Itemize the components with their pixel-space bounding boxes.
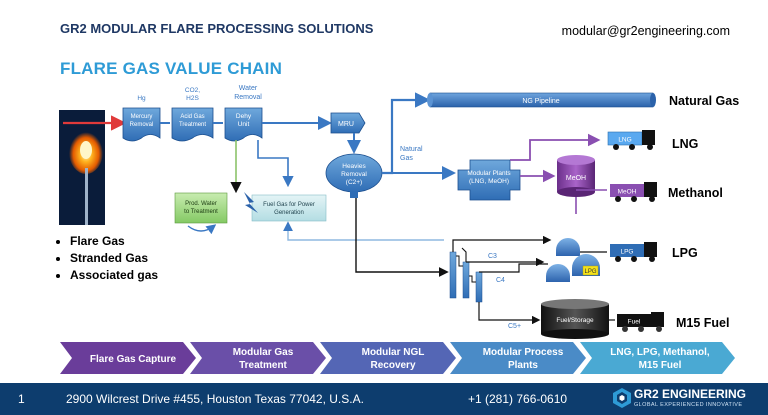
fuel-gas-label-1: Fuel Gas for Power — [263, 202, 315, 208]
stage-4-label-2: Plants — [508, 360, 538, 371]
heavies-label-2: Removal — [341, 171, 367, 178]
stage-2-label-2: Treatment — [239, 360, 287, 371]
c4-label: C4 — [496, 277, 505, 284]
acid-label-2: Treatment — [179, 122, 206, 128]
stage-chevrons: Flare Gas Capture Modular Gas Treatment … — [60, 342, 735, 374]
lng-truck-label: LNG — [618, 137, 631, 144]
gas-sources-list: Flare Gas Stranded Gas Associated gas — [54, 233, 158, 284]
output-natural-gas: Natural Gas — [669, 94, 739, 108]
fuel-truck-icon: Fuel — [617, 312, 664, 332]
prod-water-label-2: to Treatment — [184, 209, 218, 215]
acid-gas-treatment-unit: Acid Gas Treatment — [171, 107, 214, 142]
source-item: Associated gas — [70, 267, 158, 284]
heavies-label-1: Heavies — [342, 163, 366, 170]
page-title: FLARE GAS VALUE CHAIN — [60, 59, 283, 78]
fuel-storage-label: Fuel/Storage — [556, 317, 594, 324]
lpg-truck-label: LPG — [620, 249, 633, 256]
meoh-tank-label: MeOH — [566, 175, 586, 182]
flare-photo — [59, 110, 105, 225]
mru-label: MRU — [338, 121, 354, 128]
mercury-label-2: Removal — [130, 122, 154, 128]
ng-pipeline-label: NG Pipeline — [522, 98, 559, 105]
natural-gas-label-1: Natural — [400, 146, 423, 153]
removal-label: Removal — [234, 94, 262, 101]
stage-5-label-1: LNG, LPG, Methanol, — [610, 347, 710, 358]
fuel-storage-tank: Fuel/Storage — [541, 299, 609, 339]
acid-label-1: Acid Gas — [180, 114, 204, 120]
fuel-gas-box: Fuel Gas for Power Generation — [251, 194, 327, 222]
stage-1-label: Flare Gas Capture — [90, 354, 177, 365]
water-label: Water — [239, 85, 258, 92]
company-logo: GR2 ENGINEERING GLOBAL EXPERIENCED INNOV… — [612, 387, 746, 414]
ng-pipeline: NG Pipeline — [427, 92, 656, 108]
lpg-truck-icon: LPG — [610, 242, 657, 262]
footer-address: 2900 Wilcrest Drive #455, Houston Texas … — [66, 392, 364, 406]
heavies-label-3: (C2+) — [346, 179, 362, 186]
contact-email[interactable]: modular@gr2engineering.com — [561, 24, 730, 38]
logo-mark-icon — [613, 388, 631, 408]
lpg-spheres: LPG — [546, 238, 600, 282]
source-item: Stranded Gas — [70, 250, 158, 267]
dehy-unit: Dehy Unit — [224, 107, 263, 142]
c3-label: C3 — [488, 253, 497, 260]
meoh-truck-label: MeOH — [618, 189, 637, 196]
co2-label: CO2, — [185, 87, 200, 94]
output-lpg: LPG — [672, 246, 698, 260]
hg-label: Hg — [137, 95, 146, 102]
fuel-truck-label: Fuel — [628, 319, 641, 326]
stage-5-label-2: M15 Fuel — [639, 360, 682, 371]
mercury-removal-unit: Mercury Removal — [122, 107, 161, 142]
modular-plants-unit: Modular Plants (LNG, MeOH) — [457, 159, 521, 201]
stage-4-label-1: Modular Process — [483, 347, 564, 358]
prod-water-box: Prod. Water to Treatment — [174, 192, 228, 224]
meoh-tank: MeOH — [557, 155, 595, 197]
modular-plants-label-1: Modular Plants — [467, 170, 511, 177]
power-bolt-icon — [244, 192, 258, 213]
dehy-label-1: Dehy — [236, 113, 252, 120]
dehy-label-2: Unit — [238, 121, 250, 128]
stage-3-label-1: Modular NGL — [362, 347, 425, 358]
logo-tagline: GLOBAL EXPERIENCED INNOVATIVE — [634, 402, 743, 408]
footer-phone[interactable]: +1 (281) 766-0610 — [468, 392, 568, 406]
natural-gas-label-2: Gas — [400, 155, 413, 162]
footer-bar: 1 2900 Wilcrest Drive #455, Houston Texa… — [0, 383, 768, 415]
modular-plants-label-2: (LNG, MeOH) — [469, 178, 509, 185]
h2s-label: H2S — [186, 95, 199, 102]
value-chain-diagram: Mercury Removal Acid Gas Treatment Dehy … — [59, 85, 739, 374]
stage-3-label-2: Recovery — [370, 360, 415, 371]
meoh-truck-icon: MeOH — [610, 182, 657, 202]
stage-2-label-1: Modular Gas — [233, 347, 294, 358]
output-methanol: Methanol — [668, 186, 723, 200]
fuel-gas-label-2: Generation — [274, 210, 304, 216]
output-lng: LNG — [672, 137, 698, 151]
company-title: GR2 MODULAR FLARE PROCESSING SOLUTIONS — [60, 21, 374, 36]
source-item: Flare Gas — [70, 233, 158, 250]
c5-label: C5+ — [508, 323, 521, 330]
output-m15-fuel: M15 Fuel — [676, 316, 730, 330]
mru-unit: MRU — [330, 112, 366, 134]
logo-name: GR2 ENGINEERING — [634, 387, 747, 401]
lng-truck-icon: LNG — [607, 130, 655, 150]
page-number: 1 — [18, 392, 25, 406]
heavies-removal-unit: Heavies Removal (C2+) — [325, 153, 383, 198]
lpg-sphere-label: LPG — [584, 269, 596, 275]
mercury-label-1: Mercury — [131, 114, 153, 120]
prod-water-label-1: Prod. Water — [185, 201, 217, 207]
